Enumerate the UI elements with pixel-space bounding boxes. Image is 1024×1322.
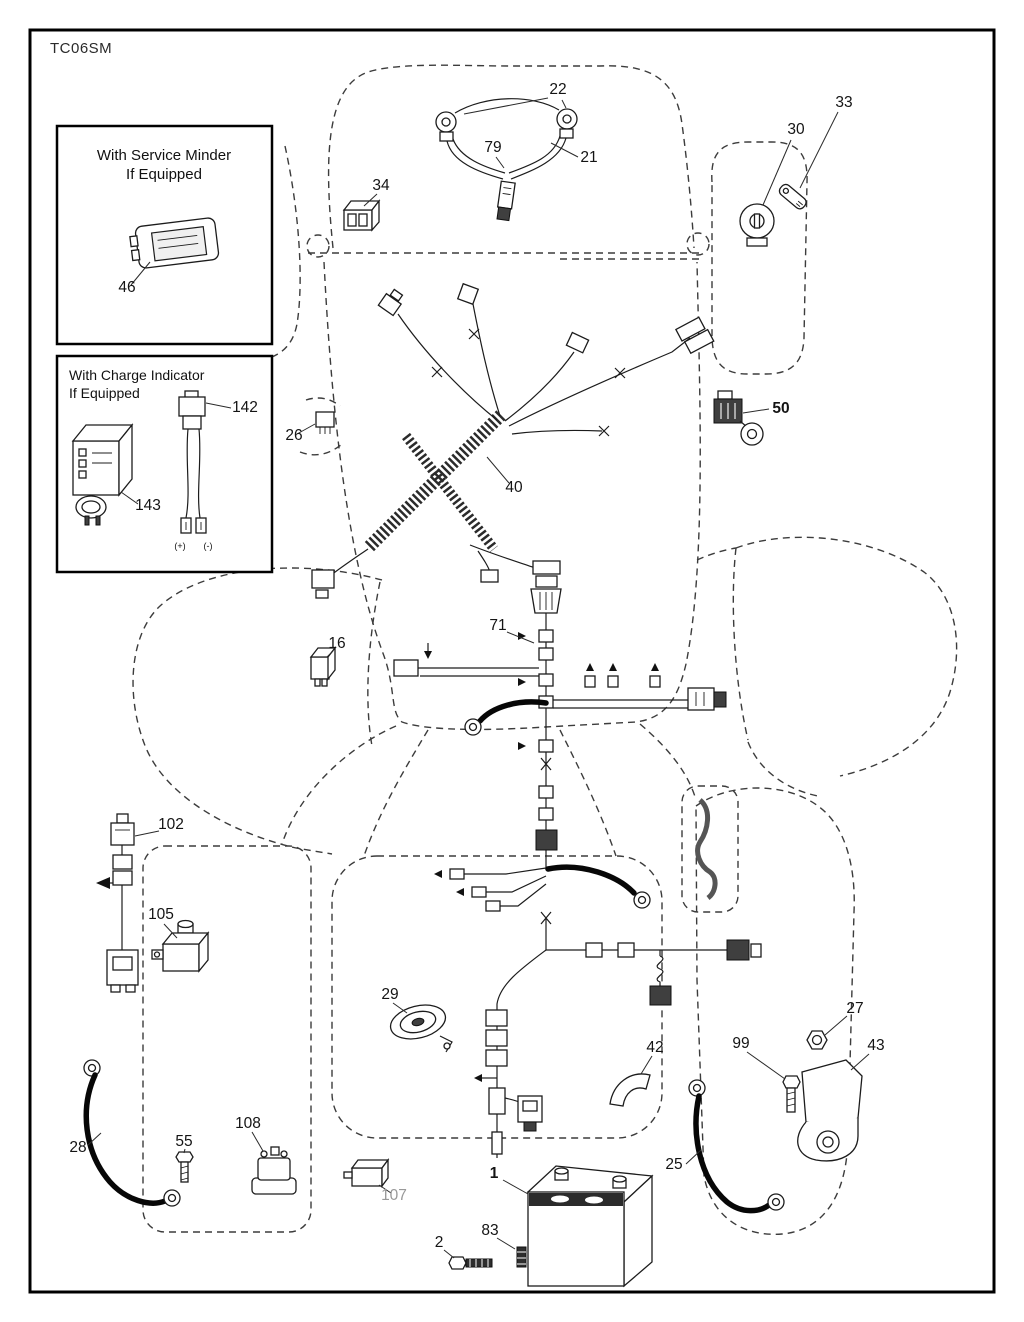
callout-26: 26 [285, 427, 302, 444]
battery-cable-25 [688, 1079, 785, 1214]
callout-71: 71 [489, 617, 506, 634]
battery-label-band [529, 1193, 623, 1206]
callout-21: 21 [580, 149, 597, 166]
callout-102: 102 [158, 816, 184, 833]
charge-indicator-title-2: If Equipped [69, 385, 140, 401]
callout-1: 1 [490, 1165, 499, 1182]
bolt-55 [175, 1151, 194, 1183]
connector-26 [315, 411, 335, 434]
callout-107: 107 [381, 1187, 407, 1204]
rubber-boot [609, 1073, 651, 1107]
battery-bolt-2 [448, 1256, 493, 1270]
callout-46: 46 [118, 279, 135, 296]
callout-28: 28 [69, 1139, 86, 1156]
callout-143: 143 [135, 497, 161, 514]
frame-slot-belt [695, 798, 718, 900]
polarity-positive-label: (+) [174, 541, 185, 551]
ground-cable-28 [83, 1059, 181, 1207]
callout-25: 25 [665, 1156, 682, 1173]
callout-30: 30 [787, 121, 805, 138]
chassis-outlines [132, 64, 958, 1235]
callout-22: 22 [549, 81, 566, 98]
rocker-switch [342, 199, 381, 232]
starter-bracket-43 [797, 1059, 863, 1162]
charge-indicator-module [71, 423, 134, 526]
connector-pair [675, 316, 715, 355]
headlight-harness [435, 98, 578, 222]
callout-79: 79 [484, 139, 501, 156]
mount-bolt-99 [782, 1075, 801, 1113]
callout-33: 33 [835, 94, 852, 111]
callout-42: 42 [646, 1039, 663, 1056]
spacer-83 [516, 1246, 527, 1268]
service-minder-title-1: With Service Minder [97, 147, 231, 164]
inline-fuse [96, 813, 139, 993]
callout-83: 83 [481, 1222, 498, 1239]
relay-107 [343, 1158, 390, 1188]
hex-nut-27 [806, 1030, 828, 1050]
callout-40: 40 [505, 479, 523, 496]
charge-indicator-inset: With Charge Indicator If Equipped [55, 354, 274, 574]
callout-50: 50 [772, 400, 789, 417]
callout-142: 142 [232, 399, 258, 416]
lower-harness [474, 918, 762, 1158]
hour-meter [389, 1004, 453, 1053]
callout-27: 27 [846, 1000, 863, 1017]
callout-16: 16 [328, 635, 345, 652]
callout-108: 108 [235, 1115, 261, 1132]
ignition-key [778, 183, 807, 210]
callout-2: 2 [435, 1234, 444, 1251]
charge-indicator-sensor [178, 390, 207, 534]
connector-sw [311, 569, 335, 589]
starter-solenoid-108 [251, 1146, 297, 1195]
battery [526, 1165, 654, 1288]
callout-99: 99 [732, 1035, 749, 1052]
service-minder-inset: With Service Minder If Equipped [55, 124, 274, 346]
callout-105: 105 [148, 906, 174, 923]
leader-lines [87, 97, 870, 1259]
service-minder-title-2: If Equipped [126, 166, 202, 183]
callout-34: 34 [372, 177, 390, 194]
diagram-code: TC06SM [50, 40, 112, 57]
ignition-switch [739, 203, 775, 247]
main-harness [311, 282, 715, 599]
callouts-layer: 2233307921344614226504014371161021052927… [69, 81, 884, 1251]
center-harness [393, 560, 727, 925]
callout-55: 55 [175, 1133, 192, 1150]
polarity-negative-label: (-) [204, 541, 213, 551]
charge-indicator-title-1: With Charge Indicator [69, 367, 205, 383]
callout-29: 29 [381, 986, 398, 1003]
headlight-connector [496, 180, 516, 222]
callout-43: 43 [867, 1037, 884, 1054]
service-minder-module [129, 217, 220, 269]
connector-50 [713, 390, 764, 446]
interlock-relay [151, 919, 210, 973]
